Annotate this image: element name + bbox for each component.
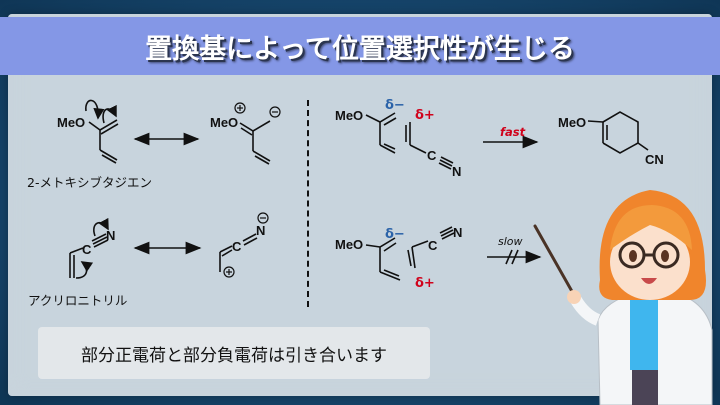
meo-label: MeO (335, 108, 363, 123)
caption-box: 部分正電荷と部分負電荷は引き合います (38, 327, 430, 379)
page-title: 置換基によって位置選択性が生じる (145, 33, 575, 65)
carbon-label: C (232, 239, 242, 254)
meo-label: MeO (210, 115, 238, 130)
delta-plus-label: δ+ (415, 108, 435, 123)
dienophile-name-label: アクリロニトリル (28, 293, 128, 308)
diene-name-label: 2-メトキシブタジエン (27, 175, 152, 190)
carbon-label: C (427, 148, 437, 163)
curved-arrow-icon (102, 104, 117, 124)
slow-reactants-structure (365, 226, 455, 281)
slow-label: slow (498, 235, 523, 248)
product-structure (587, 111, 649, 154)
nitrogen-label: N (106, 228, 115, 243)
meo-label: MeO (335, 237, 363, 252)
slow-reaction-arrow-icon (487, 249, 542, 265)
carbon-label: C (82, 242, 92, 257)
dashed-divider (307, 100, 309, 307)
methoxybutadiene-structure (85, 99, 119, 164)
fast-label: fast (500, 125, 526, 139)
meo-label: MeO (558, 115, 586, 130)
delta-minus-label: δ− (385, 227, 405, 242)
curved-arrow-icon (75, 261, 94, 279)
nitrogen-label: N (256, 223, 265, 238)
nitrogen-label: N (453, 225, 462, 240)
curved-arrow-icon (85, 99, 105, 120)
carbon-label: C (428, 238, 438, 253)
nitrogen-label: N (452, 164, 461, 179)
title-bar: 置換基によって位置選択性が生じる (0, 17, 720, 75)
cn-label: CN (645, 152, 664, 167)
delta-plus-label: δ+ (415, 276, 435, 291)
oxocarbenium-structure (234, 102, 281, 165)
meo-label: MeO (57, 115, 85, 130)
teacher-character-illustration (533, 190, 713, 405)
caption-text: 部分正電荷と部分負電荷は引き合います (81, 345, 387, 366)
acrylonitrile-resonance-structure (219, 212, 269, 278)
delta-minus-label: δ− (385, 98, 405, 113)
acrylonitrile-structure (69, 217, 109, 279)
fast-reactants-structure (365, 112, 454, 170)
curved-arrow-icon (93, 217, 109, 237)
